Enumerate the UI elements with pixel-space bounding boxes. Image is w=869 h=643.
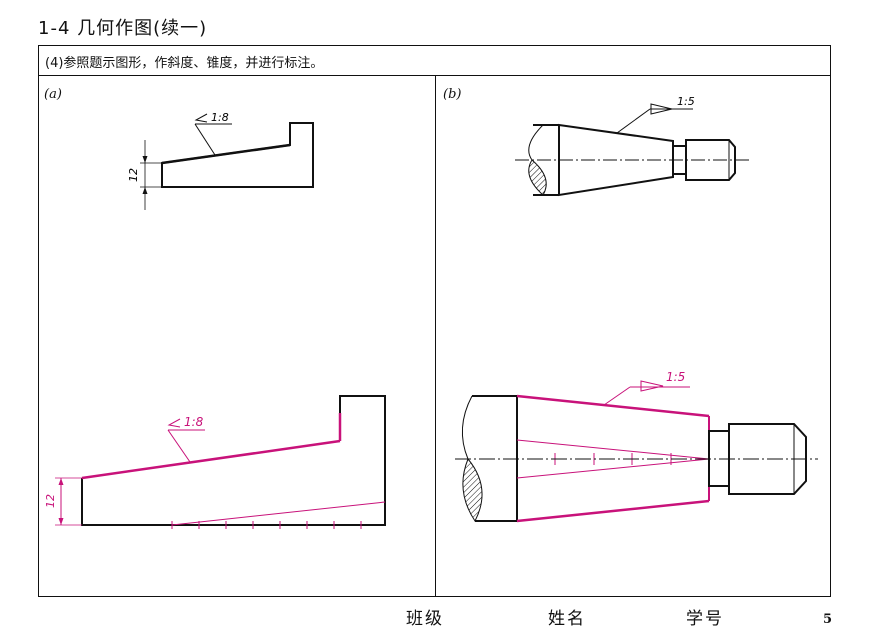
solution-taper-label: 1:5 <box>666 370 685 384</box>
example-taper-label: 1:5 <box>677 95 695 108</box>
example-slope-label: 1:8 <box>211 111 229 124</box>
instruction-text: (4)参照题示图形，作斜度、锥度，并进行标注。 <box>45 56 324 71</box>
panel-b-example: 1:5 <box>515 95 750 197</box>
instruction-row: (4)参照题示图形，作斜度、锥度，并进行标注。 <box>39 46 830 76</box>
solution-dimension-text: 12 <box>44 494 57 508</box>
footer-name-label: 姓名 <box>548 609 586 629</box>
panel-a-label: (a) <box>44 87 62 102</box>
panel-a-example: 12 1:8 <box>127 111 314 210</box>
panel-a-solution: 12 1:8 <box>44 395 386 529</box>
page-number: 5 <box>823 612 833 627</box>
exercise-sheet: (4)参照题示图形，作斜度、锥度，并进行标注。 <box>38 45 831 597</box>
panel-b-solution: 1:5 <box>455 370 818 523</box>
page-title: 1-4 几何作图(续一) <box>38 18 208 39</box>
example-dimension-text: 12 <box>127 168 140 182</box>
panel-b-label: (b) <box>443 87 462 102</box>
footer-class-label: 班级 <box>406 609 444 629</box>
solution-slope-label: 1:8 <box>184 415 204 429</box>
footer-id-label: 学号 <box>686 609 724 629</box>
panel-divider <box>435 76 436 596</box>
